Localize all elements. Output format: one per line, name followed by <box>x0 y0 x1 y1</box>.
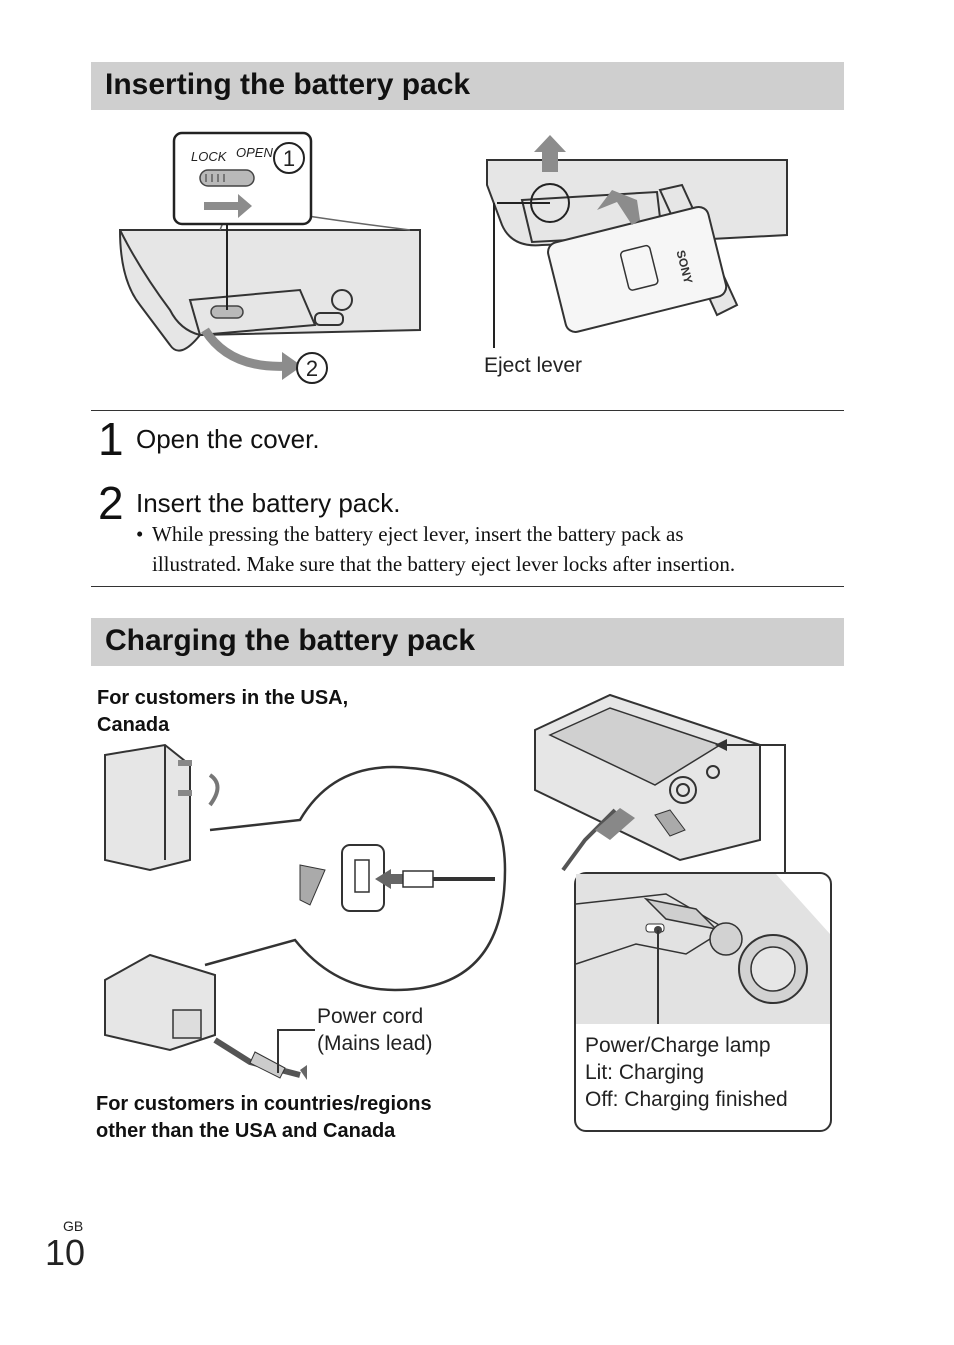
insert-battery-illustration: SONY <box>486 135 788 348</box>
other-regions-label-line-2: other than the USA and Canada <box>96 1120 396 1142</box>
step-1-number: 1 <box>98 413 124 465</box>
marker-1: 1 <box>283 146 295 171</box>
lamp-label-line-1: Power/Charge lamp <box>585 1034 771 1057</box>
region-code: GB <box>63 1218 84 1234</box>
charging-illustration <box>104 693 786 1080</box>
page-number: 10 <box>45 1232 86 1273</box>
divider <box>91 586 844 587</box>
step-2-number: 2 <box>98 477 124 529</box>
section-title: Charging the battery pack <box>105 624 476 657</box>
lamp-label-line-3: Off: Charging finished <box>585 1088 788 1111</box>
other-regions-label-line-1: For customers in countries/regions <box>96 1093 432 1115</box>
section-header-inserting: Inserting the battery pack <box>91 62 844 110</box>
usa-label-line-1: For customers in the USA, <box>97 687 349 709</box>
step-2-text: Insert the battery pack. <box>136 488 401 518</box>
usa-label-line-2: Canada <box>97 714 170 736</box>
open-cover-illustration: LOCK OPEN 1 2 <box>118 131 421 384</box>
power-cord-label-line-1: Power cord <box>317 1005 424 1028</box>
section-title: Inserting the battery pack <box>105 68 471 101</box>
switch-lock-label: LOCK <box>191 149 228 164</box>
lamp-label-line-2: Lit: Charging <box>585 1061 705 1084</box>
bullet-marker: • <box>136 522 144 546</box>
switch-open-label: OPEN <box>236 145 273 160</box>
lamp-callout-box: Power/Charge lamp Lit: Charging Off: Cha… <box>574 872 832 1132</box>
eject-lever-label: Eject lever <box>484 354 583 377</box>
step-1-text: Open the cover. <box>136 424 320 454</box>
divider <box>91 410 844 411</box>
section-header-charging: Charging the battery pack <box>91 618 844 666</box>
marker-2: 2 <box>306 356 318 381</box>
camera-top-illustration <box>575 874 830 1024</box>
bullet-line-2: illustrated. Make sure that the battery … <box>152 552 736 576</box>
bullet-line-1: While pressing the battery eject lever, … <box>152 522 684 546</box>
power-cord-label-line-2: (Mains lead) <box>317 1032 433 1055</box>
